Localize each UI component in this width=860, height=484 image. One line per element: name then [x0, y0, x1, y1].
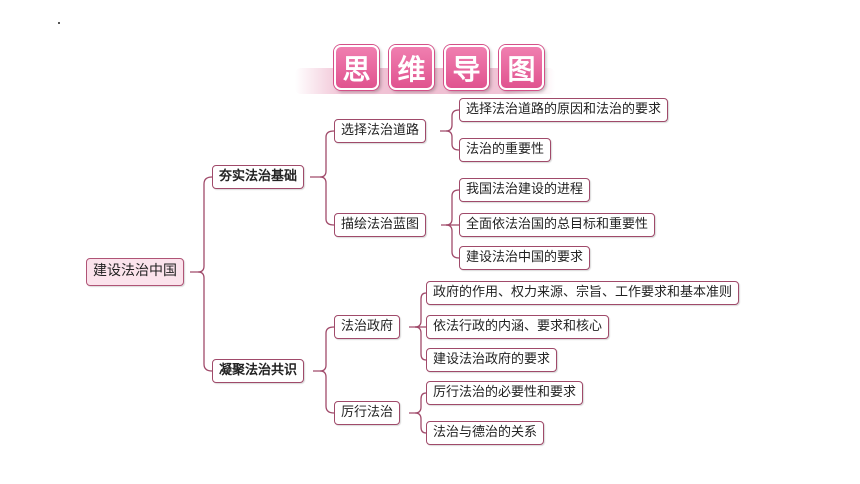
title-char: 导: [444, 45, 489, 90]
root-node: 建设法治中国: [86, 258, 184, 286]
sub-node-blueprint: 描绘法治蓝图: [334, 213, 427, 237]
leaf-node: 建设法治中国的要求: [459, 246, 591, 270]
leaf-node: 建设法治政府的要求: [426, 348, 558, 372]
stray-dot: [58, 22, 60, 24]
title-char: 维: [389, 45, 434, 90]
leaf-node: 依法行政的内涵、要求和核心: [426, 315, 610, 339]
title-char: 思: [334, 45, 379, 90]
title-char: 图: [499, 45, 544, 90]
sub-node-practice-law: 厉行法治: [334, 401, 401, 425]
branch-node-consensus: 凝聚法治共识: [212, 359, 305, 383]
leaf-node: 选择法治道路的原因和法治的要求: [459, 98, 669, 122]
leaf-node: 法治与德治的关系: [426, 421, 545, 445]
sub-node-choose-path: 选择法治道路: [334, 119, 427, 143]
mind-map-title: 思 维 导 图: [334, 45, 544, 90]
sub-node-law-government: 法治政府: [334, 315, 401, 339]
branch-node-foundation: 夯实法治基础: [212, 165, 305, 189]
leaf-node: 法治的重要性: [459, 138, 552, 162]
leaf-node: 全面依法治国的总目标和重要性: [459, 213, 656, 237]
leaf-node: 我国法治建设的进程: [459, 178, 591, 202]
leaf-node: 政府的作用、权力来源、宗旨、工作要求和基本准则: [426, 281, 740, 305]
leaf-node: 厉行法治的必要性和要求: [426, 381, 584, 405]
